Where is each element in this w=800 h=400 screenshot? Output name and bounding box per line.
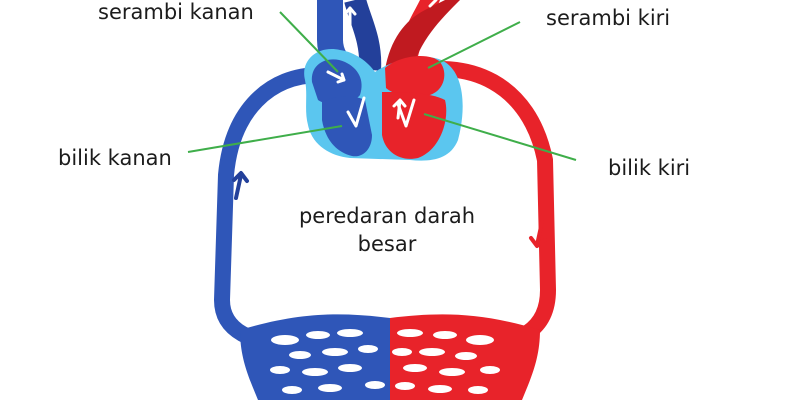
left-atrium <box>385 56 445 97</box>
label-bilik-kiri: bilik kiri <box>608 156 691 180</box>
capillary-gap <box>365 381 385 389</box>
flow-arrow-icon <box>392 98 407 120</box>
capillary-gap <box>270 366 290 374</box>
capillary-gap <box>306 331 330 339</box>
capillary-gap <box>289 351 311 359</box>
capillary-gap <box>271 335 299 345</box>
flow-arrow-icon <box>396 98 416 128</box>
capillary-gap <box>419 348 445 356</box>
pulmonary-vein <box>385 0 460 75</box>
leader-line-left-atrium <box>427 21 521 69</box>
capillary-gap <box>468 386 488 394</box>
capillary-gap <box>322 348 348 356</box>
capillary-gap <box>466 335 494 345</box>
label-bilik-kanan: bilik kanan <box>58 146 172 170</box>
capillary-gap <box>318 384 342 392</box>
capillary-gap <box>282 386 302 394</box>
capillary-gap <box>428 385 452 393</box>
label-circulation: peredaran darah besar <box>292 202 482 258</box>
flow-arrow-icon <box>428 0 438 8</box>
capillary-gap <box>392 348 412 356</box>
label-circulation-line2: besar <box>357 232 417 256</box>
capillary-gap <box>302 368 328 376</box>
capillary-gap <box>395 382 415 390</box>
label-circulation-line1: peredaran darah <box>298 204 476 228</box>
capillary-gap <box>455 352 477 360</box>
capillary-gap <box>358 345 378 353</box>
capillary-gap <box>403 364 427 372</box>
capillary-gap <box>337 329 363 337</box>
flow-arrow-icon <box>346 96 366 128</box>
flow-arrow-icon <box>326 70 346 84</box>
leader-line-right-atrium <box>279 11 339 73</box>
label-serambi-kanan: serambi kanan <box>98 0 254 24</box>
capillary-gap <box>439 368 465 376</box>
capillary-gap <box>338 364 362 372</box>
blue-arrow-up-icon <box>232 171 249 200</box>
leader-line-right-ventricle <box>187 125 343 153</box>
capillary-gap <box>397 329 423 337</box>
pulmonary-trunk <box>344 0 382 71</box>
leader-line-left-ventricle <box>423 113 577 161</box>
capillary-bed <box>240 314 540 400</box>
label-serambi-kiri: serambi kiri <box>546 6 671 30</box>
flow-arrow-icon <box>343 6 357 27</box>
capillary-gap <box>480 366 500 374</box>
capillary-gap <box>433 331 457 339</box>
red-arrow-down-icon <box>529 220 547 248</box>
heart <box>304 0 463 161</box>
